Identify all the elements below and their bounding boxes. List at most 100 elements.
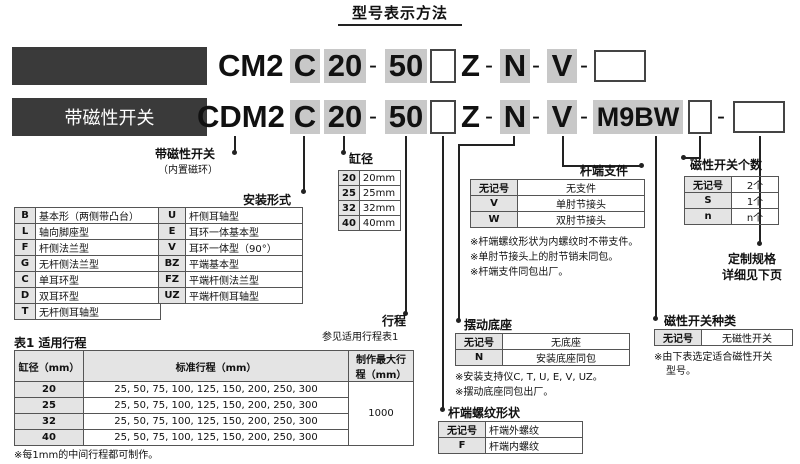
thread-label: 杆端螺纹形状 [448,406,521,420]
bore-label: 缸径 [349,152,374,166]
leader-pivot-up [513,136,515,146]
table1-note: ※每1mm的中间行程都可制作。 [14,450,159,461]
cdm2-dash: - [369,103,377,130]
leader-magnet [234,136,236,154]
cdm2-dash-3: - [532,103,540,130]
cdm2-v-code: V [547,100,577,134]
leader-rodsupport-dot [639,163,644,168]
cdm2-option-box [733,101,785,133]
cdm2-count-box [688,100,712,134]
cm2-n-code: N [500,49,530,83]
switch-type-note-1: ※由下表选定适合磁性开关 [654,352,773,363]
cm2-mount-code: C [290,49,320,83]
cm2-z: Z [461,48,480,83]
leader-pivot-dot [456,318,461,323]
pivot-label: 摆动底座 [464,318,513,332]
magnet-sublabel: （内置磁环） [158,165,218,176]
leader-switchtype [655,136,657,318]
cdm2-empty-box [430,100,456,134]
pivot-note-1: ※安装支持仪C, T, U, E, V, UZ。 [455,372,603,383]
switch-type-note-2: 型号。 [666,366,696,377]
leader-magnet-dot [232,150,237,155]
table-row: 无记号无底座 [455,333,630,350]
switch-count-label: 磁性开关个数 [690,158,763,172]
cdm2-dash-2: - [485,103,493,130]
leader-thread-dot [440,407,445,412]
title-underline [338,24,462,26]
cdm2-dash-4: - [580,103,588,130]
switch-type-label: 磁性开关种类 [664,314,737,328]
rod-support-label: 杆端支件 [580,164,629,178]
leader-pivot-h [458,144,514,146]
pivot-note-2: ※摆动底座同包出厂。 [455,387,554,398]
cdm2-n-code: N [500,100,530,134]
table-header: 缸径（mm） 标准行程（mm） 制作最大行程（mm） [14,350,414,382]
rod-support-note-2: ※单肘节接头上的肘节销未同包。 [470,252,619,263]
cm2-dash-4: - [580,52,588,79]
leader-switchtype-dot [653,316,658,321]
custom-spec-sublabel: 详细见下页 [722,268,783,282]
cm2-bar [12,47,207,85]
cm2-v-code: V [547,49,577,83]
leader-rodsupport [562,136,564,166]
leader-count-dot [681,155,686,160]
cdm2-switch-code: M9BW [593,100,683,134]
stroke-label: 行程 [382,314,407,328]
leader-mount-dot [301,189,306,194]
page-title: 型号表示方法 [351,4,448,22]
cdm2-prefix: CDM2 [197,99,285,134]
cm2-dash-2: - [485,52,493,79]
leader-thread [442,136,444,410]
leader-rodsupport-h [562,165,642,167]
leader-mount [303,136,305,192]
table1-caption: 表1 适用行程 [14,336,87,350]
rod-support-note-3: ※杆端支件同包出厂。 [470,267,569,278]
cdm2-z: Z [461,99,480,134]
leader-custom-dot [757,241,762,246]
switch-type-table: 无记号无磁性开关 [654,329,793,346]
table-row: 无记号杆端外螺纹 [438,421,583,438]
stroke-note: 参见适用行程表1 [322,332,399,343]
leader-stroke [405,136,407,314]
custom-spec-label: 定制规格 [728,252,777,266]
mount-label: 安装形式 [243,193,292,207]
table-row: 无记号无磁性开关 [654,329,793,346]
cdm2-bar: 带磁性开关 [12,98,207,136]
cdm2-mount-code: C [290,100,320,134]
cm2-prefix: CM2 [218,48,284,83]
cm2-bore-code: 20 [324,49,366,83]
cm2-option-box [594,50,646,82]
leader-stroke-dot [403,311,408,316]
leader-count [699,136,701,158]
magnet-label: 带磁性开关 [155,147,216,161]
